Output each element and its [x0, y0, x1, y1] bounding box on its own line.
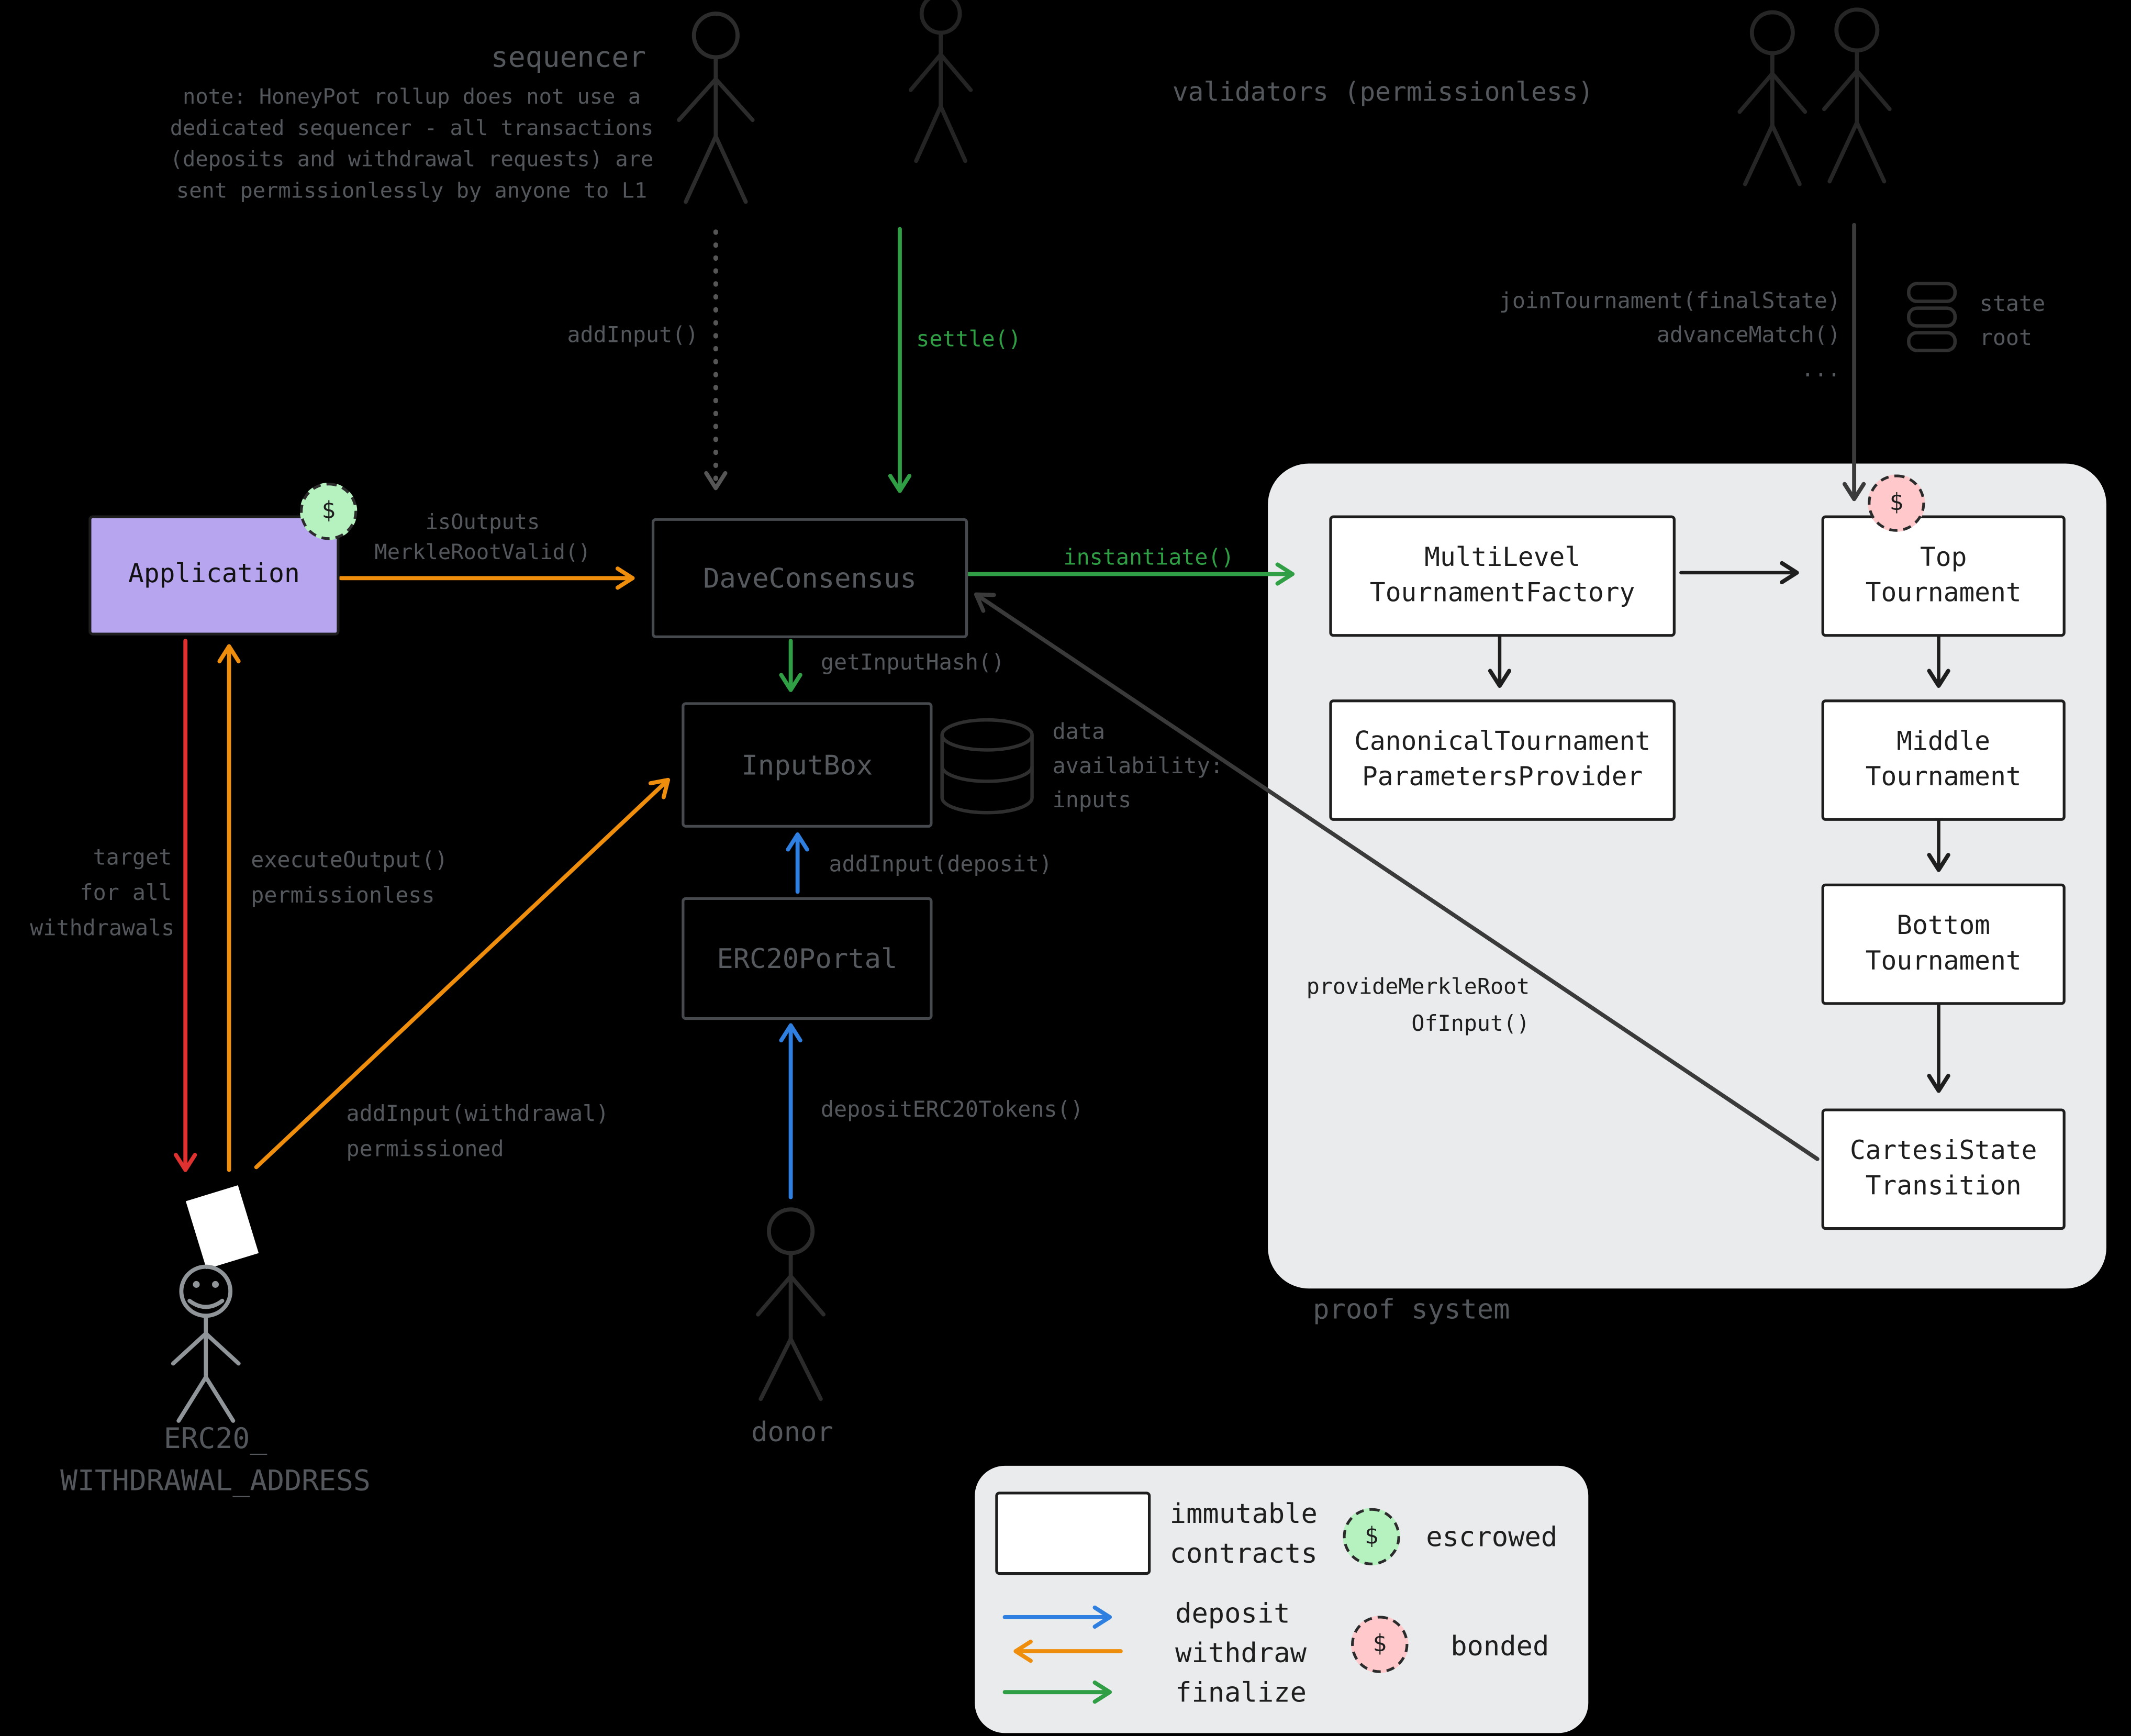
sequencer-title: sequencer	[490, 41, 646, 74]
sequencer-figure	[677, 12, 755, 204]
validators-title: validators (permissionless)	[1172, 77, 1594, 108]
arrow-addinput-withdrawal	[254, 777, 671, 1170]
database-icon	[940, 718, 1034, 815]
settle-label: settle()	[916, 326, 1021, 352]
legend-escrowed-label: escrowed	[1426, 1520, 1558, 1553]
top-tournament-bond-badge: $	[1868, 474, 1925, 532]
node-multilevel-tournament-factory: MultiLevel TournamentFactory	[1329, 515, 1676, 637]
node-dave-consensus-label: DaveConsensus	[703, 561, 917, 594]
node-top-tournament: Top Tournament	[1821, 515, 2066, 637]
withdrawal-address-label: ERC20_ WITHDRAWAL_ADDRESS	[60, 1422, 371, 1497]
sequencer-note: note: HoneyPot rollup does not use a ded…	[170, 84, 654, 204]
node-top-tournament-label: Top Tournament	[1865, 542, 2022, 608]
withdrawal-address-figure	[171, 1185, 259, 1423]
node-canonical-label: CanonicalTournament ParametersProvider	[1354, 726, 1651, 792]
node-input-box: InputBox	[682, 702, 933, 828]
target-withdrawals-label: target for all withdrawals	[30, 844, 175, 941]
node-canonical-tournament-parameters-provider: CanonicalTournament ParametersProvider	[1329, 699, 1676, 821]
node-erc20-portal: ERC20Portal	[682, 897, 933, 1020]
dollar-icon: $	[1373, 1630, 1387, 1659]
node-erc20-portal-label: ERC20Portal	[717, 941, 898, 974]
getinputhash-label: getInputHash()	[820, 649, 1005, 675]
legend-deposit-label: deposit	[1175, 1596, 1290, 1630]
instantiate-label: instantiate()	[1063, 544, 1234, 570]
legend-immutable-label: immutable contracts	[1169, 1497, 1318, 1570]
proof-system-title: proof system	[1313, 1293, 1510, 1326]
addinput-withdrawal-label: addInput(withdrawal) permissioned	[346, 1100, 609, 1162]
addinput-label: addInput()	[567, 321, 699, 348]
donor-figure	[756, 1207, 826, 1401]
data-availability-label: data availability: inputs	[1052, 718, 1223, 813]
node-middle-tournament: Middle Tournament	[1821, 699, 2066, 821]
node-cartesi-state-transition: CartesiState Transition	[1821, 1108, 2066, 1230]
execute-output-label: executeOutput() permissionless	[251, 847, 448, 908]
dollar-icon: $	[321, 497, 336, 525]
dollar-icon: $	[1889, 489, 1904, 517]
join-tournament-label: joinTournament(finalState) advanceMatch(…	[1499, 287, 1841, 382]
arrow-provide-merkle	[974, 592, 1820, 1161]
top-hat-icon	[185, 1185, 259, 1270]
legend-withdraw-label: withdraw	[1175, 1636, 1307, 1669]
state-root-icon	[1907, 282, 1957, 352]
node-cartesi-label: CartesiState Transition	[1849, 1136, 2037, 1201]
legend-bonded-label: bonded	[1451, 1629, 1549, 1662]
validator-figure-1	[1737, 10, 1808, 186]
legend-bond-badge: $	[1351, 1616, 1409, 1673]
isoutputs-label: isOutputs MerkleRootValid()	[374, 510, 591, 565]
donor-label: donor	[751, 1415, 833, 1448]
deposit-erc20-label: depositERC20Tokens()	[820, 1096, 1084, 1122]
validator-figure-center	[908, 0, 973, 163]
validator-figure-2	[1822, 7, 1892, 184]
node-factory-label: MultiLevel TournamentFactory	[1369, 542, 1635, 608]
node-middle-tournament-label: Middle Tournament	[1865, 726, 2022, 792]
application-escrow-badge: $	[299, 482, 358, 540]
node-bottom-tournament-label: Bottom Tournament	[1865, 910, 2022, 976]
node-application-label: Application	[128, 559, 300, 589]
legend-finalize-label: finalize	[1175, 1675, 1307, 1709]
node-bottom-tournament: Bottom Tournament	[1821, 883, 2066, 1005]
node-dave-consensus: DaveConsensus	[651, 518, 968, 638]
node-application: Application	[88, 515, 340, 636]
addinput-deposit-label: addInput(deposit)	[829, 851, 1053, 877]
legend-escrow-badge: $	[1343, 1508, 1400, 1565]
provide-merkle-label: provideMerkleRoot OfInput()	[1306, 973, 1530, 1037]
node-input-box-label: InputBox	[741, 748, 873, 781]
dollar-icon: $	[1364, 1523, 1379, 1551]
state-root-label: state root	[1979, 290, 2046, 351]
legend-immutable-swatch	[995, 1492, 1151, 1575]
